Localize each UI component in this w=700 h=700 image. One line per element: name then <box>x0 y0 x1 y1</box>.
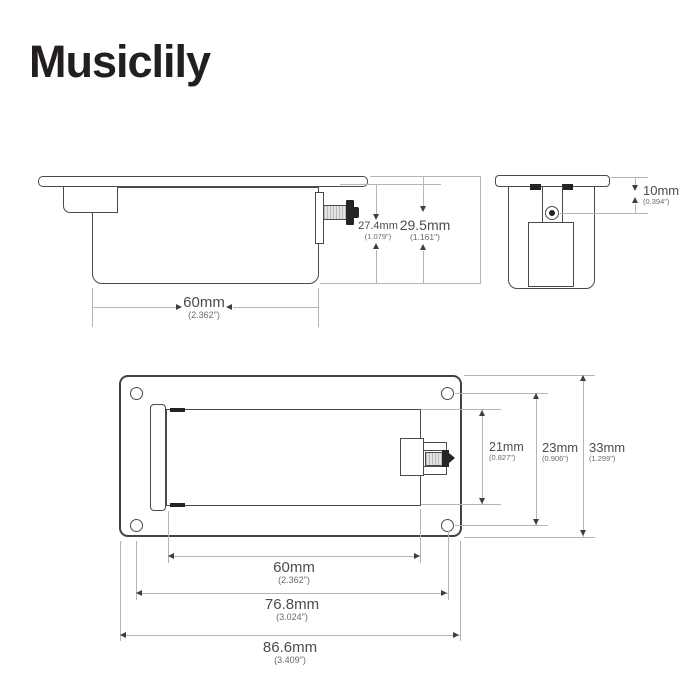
ext-line <box>370 176 480 177</box>
arrow-down-icon <box>632 185 638 191</box>
screw-hole <box>441 519 454 532</box>
ext-line <box>120 541 121 641</box>
end-flange-plate <box>495 175 610 187</box>
arrow-right-icon <box>414 553 420 559</box>
dim-line <box>423 177 424 207</box>
ext-line <box>92 288 93 327</box>
end-jack-center-dot <box>549 210 555 216</box>
ext-line <box>464 537 595 538</box>
battery-door <box>166 409 421 506</box>
ext-line <box>420 509 421 563</box>
arrow-left-icon <box>226 304 232 310</box>
dim-line <box>93 307 176 308</box>
ext-line <box>318 288 319 327</box>
ext-line <box>455 525 548 526</box>
arrow-left-icon <box>168 553 174 559</box>
arrow-right-icon <box>453 632 459 638</box>
ext-line <box>464 375 595 376</box>
dim-line <box>376 185 377 215</box>
arrow-up-icon <box>420 244 426 250</box>
end-clip-right <box>562 184 573 190</box>
arrow-up-icon <box>580 375 586 381</box>
dim-top-flange-width: 86.6mm (3.409") <box>262 639 318 665</box>
screw-hole <box>130 519 143 532</box>
screw-hole <box>441 387 454 400</box>
arrow-down-icon <box>373 214 379 220</box>
dim-line <box>482 410 483 505</box>
side-flange-plate <box>38 176 368 187</box>
arrow-down-icon <box>533 519 539 525</box>
dim-top-screw-spacing-h: 76.8mm (3.024") <box>264 596 320 622</box>
brand-logo: Musiclily <box>29 36 211 87</box>
arrow-down-icon <box>580 530 586 536</box>
dim-side-width: 60mm (2.362") <box>183 294 225 320</box>
dim-side-inner-depth: 27.4mm (1.079") <box>358 220 398 241</box>
dim-line <box>136 593 448 594</box>
arrow-up-icon <box>479 410 485 416</box>
dim-end-jack-offset: 10mm (0.394") <box>643 183 680 206</box>
ext-line <box>421 409 501 410</box>
dim-top-flange-height: 33mm (1.299") <box>589 440 626 463</box>
ext-line <box>460 541 461 641</box>
arrow-down-icon <box>420 206 426 212</box>
dim-line <box>376 250 377 283</box>
side-box-body <box>92 187 319 284</box>
dim-top-screw-spacing-v: 23mm (0.906") <box>542 440 579 463</box>
dim-line <box>233 307 318 308</box>
top-jack-tip <box>449 453 455 463</box>
arrow-up-icon <box>373 243 379 249</box>
dim-line <box>635 204 636 213</box>
arrow-left-icon <box>120 632 126 638</box>
dim-line <box>423 251 424 283</box>
screw-hole <box>130 387 143 400</box>
dim-line <box>120 635 460 636</box>
ext-line <box>455 393 548 394</box>
dim-side-total-depth: 29.5mm (1.161") <box>399 217 451 242</box>
ext-line <box>448 531 449 600</box>
top-jack-body <box>400 438 424 476</box>
dim-top-opening-width: 60mm (2.362") <box>273 559 315 585</box>
ext-line <box>480 176 481 284</box>
top-jack-lug-bottom <box>423 466 447 475</box>
side-jack-thread <box>323 205 347 220</box>
top-jack-lug-top <box>423 442 447 451</box>
side-hinge-tab <box>63 183 118 213</box>
arrow-right-icon <box>176 304 182 310</box>
ext-line <box>320 283 480 284</box>
hinge-rail <box>150 404 166 511</box>
dim-line <box>536 393 537 526</box>
arrow-left-icon <box>136 590 142 596</box>
side-jack-tip <box>354 207 359 218</box>
dim-line <box>635 178 636 186</box>
arrow-right-icon <box>441 590 447 596</box>
dim-line <box>168 556 421 557</box>
ext-line <box>611 177 648 178</box>
arrow-up-icon <box>533 393 539 399</box>
arrow-down-icon <box>479 498 485 504</box>
top-jack-nut <box>442 450 449 467</box>
ext-line <box>421 504 501 505</box>
top-jack-thread <box>425 452 443 466</box>
ext-line <box>168 511 169 563</box>
end-clip-left <box>530 184 541 190</box>
hinge-pin-bottom <box>170 502 185 507</box>
dim-top-opening-height: 21mm (0.827") <box>489 440 524 463</box>
side-jack-nut <box>346 200 354 225</box>
end-inner-body <box>528 222 574 287</box>
dim-line <box>583 375 584 537</box>
ext-line <box>560 213 648 214</box>
ext-line <box>340 184 441 185</box>
ext-line <box>136 541 137 600</box>
arrow-up-icon <box>632 197 638 203</box>
hinge-pin-top <box>170 407 185 412</box>
